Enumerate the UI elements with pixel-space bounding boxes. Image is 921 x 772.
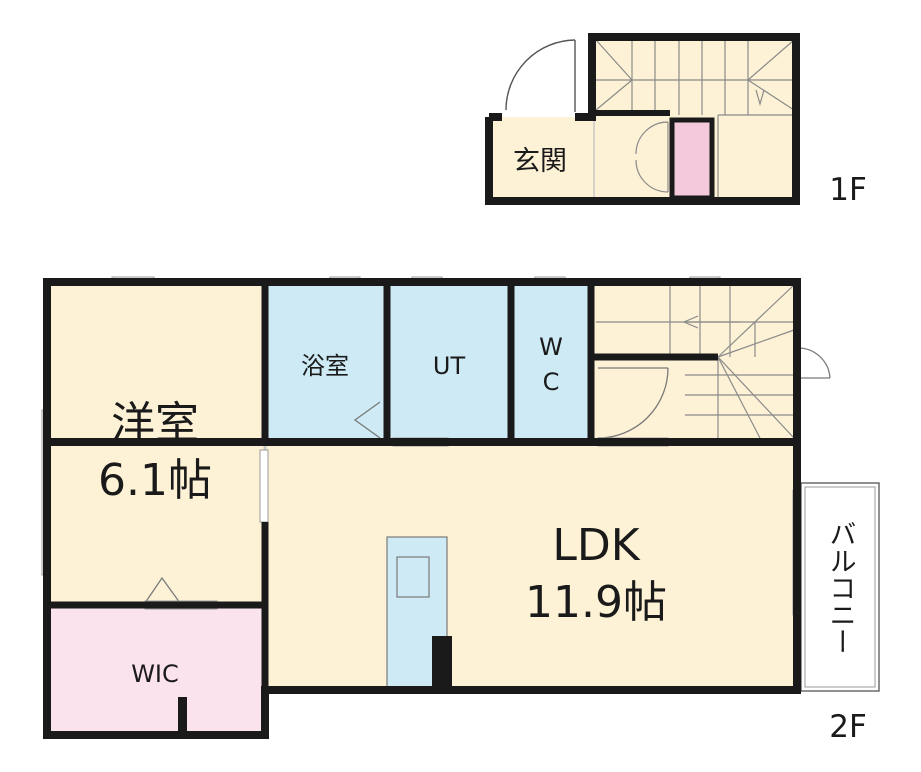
balcony-label: バルコニー	[825, 520, 856, 655]
stair-1f	[595, 39, 795, 116]
entrance-label: 玄関	[513, 146, 567, 177]
ldk-label: LDK	[552, 520, 640, 571]
ldk-floor	[265, 442, 797, 690]
ldk-size: 11.9帖	[525, 577, 667, 628]
entrance-door	[505, 39, 576, 112]
toilet-floor	[511, 282, 591, 442]
stair-2f	[596, 284, 795, 439]
utility-label: UT	[433, 352, 466, 380]
walls-2f	[43, 278, 801, 739]
floor-1-label: 1F	[829, 172, 867, 208]
floor-2-plan	[41, 276, 880, 739]
wall-1f	[485, 33, 800, 205]
kitchen-sink	[396, 556, 430, 598]
floor-2-label: 2F	[829, 709, 867, 745]
entrance-floor	[489, 117, 595, 201]
doors-2f	[144, 347, 831, 604]
bathroom-floor	[265, 282, 387, 442]
kitchen-pillar	[432, 636, 452, 688]
western-room-size: 6.1帖	[98, 455, 212, 506]
toilet-label-w: W	[539, 333, 563, 361]
toilet-label-c: C	[543, 368, 560, 396]
western-room-label: 洋室	[111, 398, 199, 449]
wic-floor	[47, 605, 265, 735]
wic-pillar	[178, 697, 187, 735]
closet-door-1f	[635, 121, 669, 193]
utility-floor	[387, 282, 511, 442]
stair-hall-2f-floor	[591, 282, 797, 442]
shoe-closet-1f	[669, 117, 715, 201]
bathroom-label: 浴室	[301, 352, 349, 380]
wic-label: WIC	[131, 660, 179, 688]
floor-1-plan	[485, 33, 800, 205]
balcony-outline	[800, 482, 880, 692]
